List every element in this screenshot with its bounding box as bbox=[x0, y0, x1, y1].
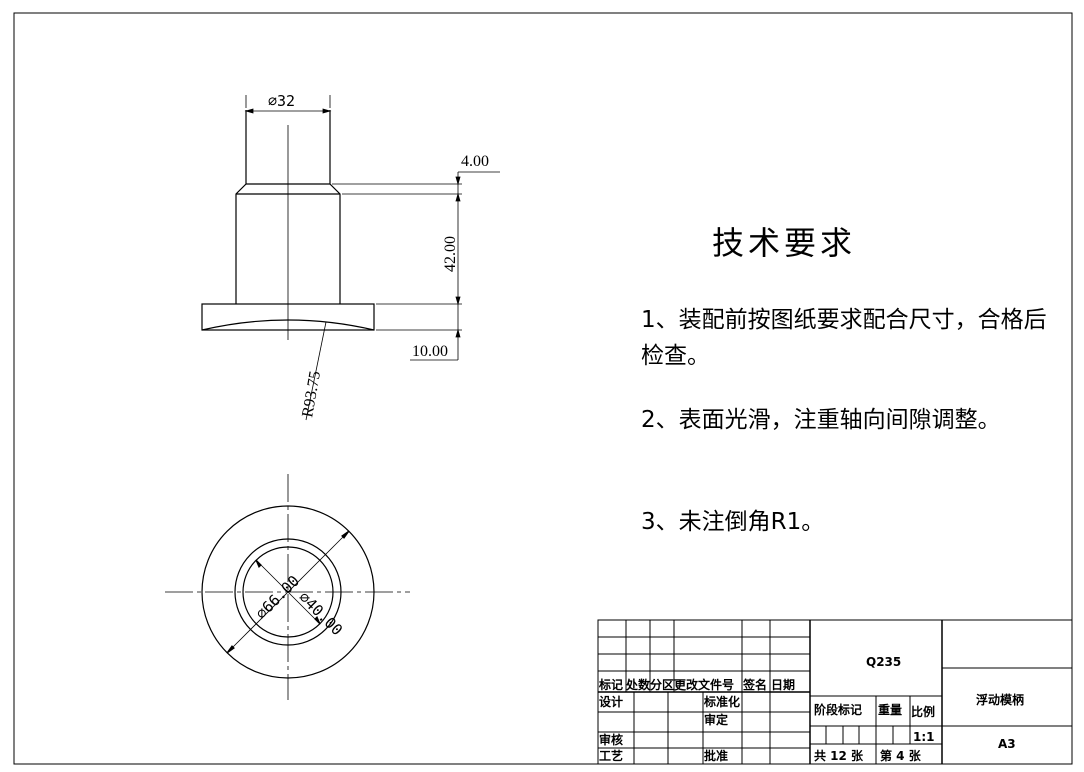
row-standard: 标准化 bbox=[703, 694, 740, 709]
part-name: 浮动模柄 bbox=[976, 692, 1024, 707]
tech-requirement-2: 2、表面光滑，注重轴向间隙调整。 bbox=[641, 407, 1001, 433]
sheet-number: 第 4 张 bbox=[880, 748, 922, 763]
row-process: 工艺 bbox=[599, 748, 623, 763]
row-review: 审定 bbox=[704, 712, 728, 727]
header-label-zone: 分区 bbox=[650, 677, 674, 692]
title-block-labels: 标记 处数 分区 更改文件号 签名 日期 设计 标准化 审定 审核 工艺 批准 … bbox=[598, 655, 1024, 763]
sheet-total: 共 12 张 bbox=[814, 748, 864, 763]
header-label-count: 处数 bbox=[625, 677, 651, 692]
dim-diameter-top: ⌀32 bbox=[268, 92, 295, 110]
top-view bbox=[165, 474, 410, 700]
tech-requirement-1: 1、装配前按图纸要求配合尺寸，合格后检查。 bbox=[641, 307, 1047, 369]
drawing-border bbox=[13, 12, 1073, 765]
header-label-date: 日期 bbox=[771, 677, 795, 692]
title-block bbox=[597, 619, 1073, 765]
paper-size: A3 bbox=[998, 737, 1016, 751]
dim-outer-diameter: ⌀66.00 bbox=[252, 572, 303, 623]
scale-label: 比例 bbox=[911, 704, 935, 719]
header-label-signature: 签名 bbox=[742, 677, 767, 692]
tech-requirements-title: 技术要求 bbox=[712, 224, 857, 262]
dim-chamfer: 4.00 bbox=[461, 153, 489, 170]
front-dimensions bbox=[244, 95, 500, 421]
dim-height: 42.00 bbox=[442, 236, 459, 272]
dim-base: 10.00 bbox=[412, 343, 448, 360]
header-label-mark: 标记 bbox=[598, 677, 623, 692]
scale-value: 1:1 bbox=[913, 730, 935, 744]
header-label-change-doc: 更改文件号 bbox=[674, 677, 734, 692]
dim-radius: R93.75 bbox=[299, 370, 324, 419]
front-view bbox=[201, 110, 375, 340]
row-approve: 批准 bbox=[704, 748, 728, 763]
weight-label: 重量 bbox=[878, 702, 902, 717]
material: Q235 bbox=[866, 655, 901, 669]
tech-requirement-3: 3、未注倒角R1。 bbox=[641, 509, 825, 535]
row-design: 设计 bbox=[599, 694, 623, 709]
stage-mark-label: 阶段标记 bbox=[814, 702, 862, 717]
row-check: 审核 bbox=[599, 732, 623, 747]
dim-inner-diameter: ⌀40.00 bbox=[295, 588, 346, 639]
